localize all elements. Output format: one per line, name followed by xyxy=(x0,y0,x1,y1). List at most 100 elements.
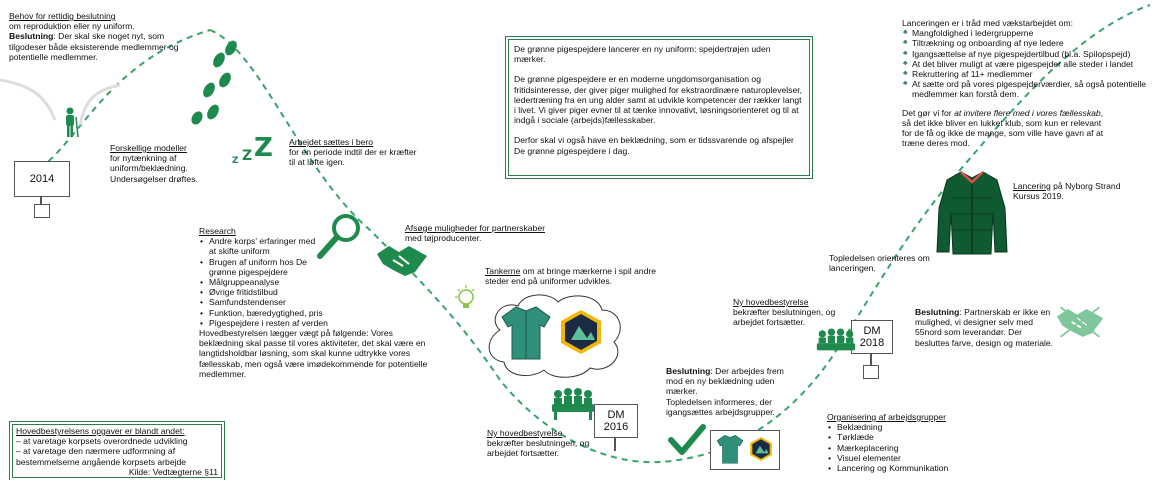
ny-hb-2018-block: Ny hovedbestyrelse bekræfter beslutninge… xyxy=(733,297,848,328)
lancering-nyborg-text: på Nyborg Strand Kursus 2019. xyxy=(1013,181,1121,202)
svg-text:Z: Z xyxy=(254,133,273,163)
research-block: Research Andre korps' erfaringer med at … xyxy=(199,226,444,379)
lancering-p-end: , så det ikke bliver en lukket klub, som… xyxy=(902,107,1104,149)
lancering-item: Tiltrækning og onboarding af nye ledere xyxy=(902,38,1168,48)
lancering-nyborg-block: Lancering på Nyborg Strand Kursus 2019. xyxy=(1013,181,1123,201)
research-item: Brugen af uniform hos De grønne pigespej… xyxy=(199,257,319,277)
bero-title: Arbejdet sættes i bero xyxy=(289,137,374,147)
lancering-item: At det bliver muligt at være pigespejder… xyxy=(902,59,1168,69)
milestone-2014: 2014 xyxy=(14,161,70,197)
beslutning-right-label: Beslutning xyxy=(915,307,960,317)
svg-text:Z: Z xyxy=(242,148,252,164)
organisering-title: Organisering af arbejdsgrupper xyxy=(827,412,946,422)
milestone-dm2016-line2: 2016 xyxy=(603,421,629,433)
center-info-box: De grønne pigespejdere lancerer en ny un… xyxy=(505,36,813,179)
beslutning-mid-text: : Der arbejdes frem mod en ny beklædning… xyxy=(666,366,784,397)
organisering-item: Tørklæde xyxy=(827,432,1007,442)
behov-block: Behov for rettidig beslutning om reprodu… xyxy=(9,11,194,62)
research-item: Andre korps' erfaringer med at skifte un… xyxy=(199,236,319,256)
shirt-small-icon xyxy=(716,434,744,464)
ny-hb-2016-title: Ny hovedbestyrelse xyxy=(487,428,563,438)
lancering-top-block: Lanceringen er i tråd med vækstarbejdet … xyxy=(902,18,1168,148)
lightbulb-icon xyxy=(455,285,475,308)
organisering-item: Mærkeplacering xyxy=(827,443,1007,453)
modeller-title: Forskellige modeller xyxy=(110,143,187,153)
tanker-block: Tankerne om at bringe mærkerne i spil an… xyxy=(485,266,660,286)
badge-icon xyxy=(561,310,601,354)
hiker-icon xyxy=(66,107,79,138)
jacket-icon xyxy=(936,171,1008,255)
research-item: Øvrige fritidstilbud xyxy=(199,287,444,297)
lancering-top-list: Mangfoldighed i ledergrupperne Tiltrækni… xyxy=(902,28,1168,99)
behov-title: Behov for rettidig beslutning xyxy=(9,11,116,21)
modeller-block: Forskellige modeller for nytænkning af u… xyxy=(110,143,235,184)
partner-text: med tøjproducenter. xyxy=(405,233,482,244)
svg-text:Z: Z xyxy=(232,156,239,166)
beslutning-mid-text2: Topledelsen informeres, der igangsættes … xyxy=(666,396,775,417)
ny-hb-2016-text: bekræfter beslutningen, og arbejdet fort… xyxy=(487,438,590,459)
ny-hb-2016-block: Ny hovedbestyrelse bekræfter beslutninge… xyxy=(487,428,597,459)
topledelsen-text: Topledelsen orienteres om lanceringen. xyxy=(829,253,930,274)
milestone-dm2018-line2: 2018 xyxy=(859,337,885,349)
handshake-right-icon xyxy=(1056,306,1104,338)
milestone-dm2016: DM 2016 xyxy=(594,404,638,438)
checkmark-icon xyxy=(668,424,706,455)
sleep-zzz-icon: Z Z Z xyxy=(232,133,273,166)
research-title: Research xyxy=(199,226,236,236)
lancering-item: At sætte ord på vores pigespejderværdier… xyxy=(902,79,1168,99)
center-box-p2: De grønne pigespejdere er en moderne ung… xyxy=(514,74,803,126)
milestone-dm2016-line1: DM xyxy=(607,409,625,421)
research-weight-text: Hovedbestyrelsen lægger vægt på følgende… xyxy=(199,328,428,379)
behov-line2: om reproduktion eller ny uniform. xyxy=(9,21,135,32)
footprints-icon xyxy=(191,40,237,125)
tanker-text: om at bringe mærkerne i spil andre stede… xyxy=(485,266,657,287)
behov-beslutning-label: Beslutning xyxy=(9,31,54,42)
research-list: Andre korps' erfaringer med at skifte un… xyxy=(199,236,444,328)
research-item: Pigespejdere i resten af verden xyxy=(199,318,444,328)
partner-title: Afsøge muligheder for partnerskaber xyxy=(405,223,545,233)
center-box-p1: De grønne pigespejdere lancerer en ny un… xyxy=(514,44,771,65)
organisering-item: Lancering og Kommunikation xyxy=(827,463,1007,473)
milestone-dm2016-pole xyxy=(614,437,616,451)
center-box-p3: Derfor skal vi også have en beklædning, … xyxy=(514,135,794,156)
lancering-p-italic: at invitere flere med i vores fællesskab xyxy=(954,107,1101,118)
research-item: Målgruppeanalyse xyxy=(199,277,444,287)
organisering-block: Organisering af arbejdsgrupper Beklædnin… xyxy=(827,412,1007,473)
topledelsen-block: Topledelsen orienteres om lanceringen. xyxy=(829,253,939,273)
lancering-item: Igangsættelse af nye pigespejdertilbud (… xyxy=(902,49,1168,59)
tanker-title: Tankerne xyxy=(485,266,521,276)
hb-opgaver-source: Kilde: Vedtægterne §11 xyxy=(128,466,218,477)
organisering-item: Beklædning xyxy=(827,422,1007,432)
hb-opgaver-box: Hovedbestyrelsens opgaver er blandt ande… xyxy=(9,421,225,480)
badge-small-icon xyxy=(750,437,772,461)
milestone-2014-flag xyxy=(34,204,50,218)
organisering-item: Visuel elementer xyxy=(827,453,1007,463)
beslutning-right-text: : Partnerskab er ikke en mulighed, vi de… xyxy=(915,307,1054,348)
bero-block: Arbejdet sættes i bero for en periode in… xyxy=(289,137,424,168)
bero-text: for en periode indtil der er kræfter til… xyxy=(289,147,417,168)
ny-hb-2018-text: bekræfter beslutningen, og arbejdet fort… xyxy=(733,307,836,328)
lancering-nyborg-title: Lancering xyxy=(1013,181,1051,191)
meeting-2018-icon xyxy=(816,328,856,351)
research-item: Samfundstendenser xyxy=(199,297,444,307)
beslutning-mid-label: Beslutning xyxy=(666,366,711,376)
beslutning-mid-block: Beslutning: Der arbejdes frem mod en ny … xyxy=(666,366,791,417)
lancering-top-intro: Lanceringen er i tråd med vækstarbejdet … xyxy=(902,18,1074,28)
hb-opgaver-line2: – at varetage den nærmere udformning af … xyxy=(16,446,187,467)
milestone-dm2018-line1: DM xyxy=(863,325,881,337)
handshake-icon xyxy=(377,246,427,276)
lancering-top-paragraph: Det gør vi for at invitere flere med i v… xyxy=(902,108,1107,149)
lancering-item: Mangfoldighed i ledergrupperne xyxy=(902,28,1168,38)
lancering-p-start: Det gør vi for xyxy=(902,107,955,118)
milestone-dm2018: DM 2018 xyxy=(851,320,893,354)
partner-block: Afsøge muligheder for partnerskaber med … xyxy=(405,223,585,243)
research-item: Funktion, bæredygtighed, pris xyxy=(199,308,444,318)
behov-beslutning-text: : Der skal ske noget nyt, som tilgodeser… xyxy=(9,31,179,62)
ny-hb-2018-title: Ny hovedbestyrelse xyxy=(733,297,809,307)
organisering-list: Beklædning Tørklæde Mærkeplacering Visue… xyxy=(827,422,1007,473)
shirt-icon xyxy=(501,306,551,360)
hb-opgaver-title: Hovedbestyrelsens opgaver er blandt ande… xyxy=(16,426,185,436)
beslutning-right-block: Beslutning: Partnerskab er ikke en mulig… xyxy=(915,307,1055,348)
magnifier-icon xyxy=(317,214,360,259)
